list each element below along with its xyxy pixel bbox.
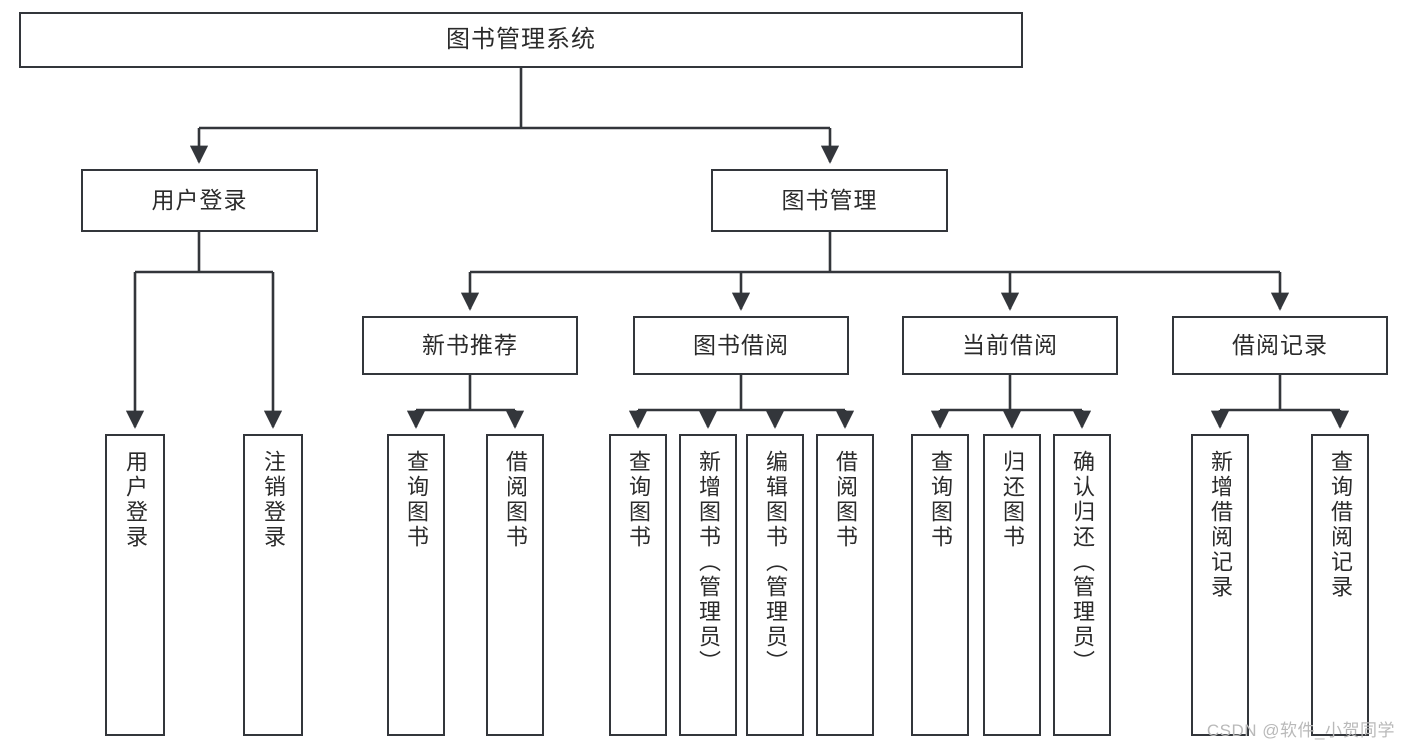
leaf-query-book-newbook[interactable]: 查询图书: [387, 434, 445, 736]
leaf-borrow-book-newbook[interactable]: 借阅图书: [486, 434, 544, 736]
leaf-logout-label: 注销登录: [261, 450, 286, 550]
node-current-borrow[interactable]: 当前借阅: [902, 316, 1118, 375]
leaf-borrow-book[interactable]: 借阅图书: [816, 434, 874, 736]
leaf-query-book-current-label: 查询图书: [928, 450, 953, 550]
leaf-query-book-current[interactable]: 查询图书: [911, 434, 969, 736]
leaf-return-book[interactable]: 归还图书: [983, 434, 1041, 736]
node-user-login[interactable]: 用户登录: [81, 169, 318, 232]
leaf-add-book-admin[interactable]: 新增图书（管理员）: [679, 434, 737, 736]
node-new-book-recommend-label: 新书推荐: [422, 332, 518, 359]
leaf-edit-book-admin-label: 编辑图书（管理员）: [763, 450, 788, 675]
leaf-borrow-book-label: 借阅图书: [833, 450, 858, 550]
node-book-management[interactable]: 图书管理: [711, 169, 948, 232]
leaf-return-book-label: 归还图书: [1000, 450, 1025, 550]
csdn-watermark: CSDN @软件_小贺同学: [1206, 721, 1395, 740]
leaf-confirm-return-admin[interactable]: 确认归还（管理员）: [1053, 434, 1111, 736]
leaf-edit-book-admin[interactable]: 编辑图书（管理员）: [746, 434, 804, 736]
node-book-borrow[interactable]: 图书借阅: [633, 316, 849, 375]
leaf-add-borrow-record-label: 新增借阅记录: [1208, 450, 1233, 600]
node-borrow-record[interactable]: 借阅记录: [1172, 316, 1388, 375]
node-root-label: 图书管理系统: [446, 26, 596, 54]
node-user-login-label: 用户登录: [151, 187, 248, 214]
node-book-management-label: 图书管理: [781, 187, 878, 214]
leaf-query-borrow-record[interactable]: 查询借阅记录: [1311, 434, 1369, 736]
leaf-logout[interactable]: 注销登录: [243, 434, 303, 736]
leaf-add-borrow-record[interactable]: 新增借阅记录: [1191, 434, 1249, 736]
leaf-query-book-borrow[interactable]: 查询图书: [609, 434, 667, 736]
leaf-query-book-newbook-label: 查询图书: [404, 450, 429, 550]
node-book-borrow-label: 图书借阅: [693, 332, 789, 359]
leaf-user-login-label: 用户登录: [123, 450, 148, 550]
node-root[interactable]: 图书管理系统: [19, 12, 1023, 68]
leaf-query-borrow-record-label: 查询借阅记录: [1328, 450, 1353, 600]
leaf-add-book-admin-label: 新增图书（管理员）: [696, 450, 721, 675]
leaf-borrow-book-newbook-label: 借阅图书: [503, 450, 528, 550]
node-new-book-recommend[interactable]: 新书推荐: [362, 316, 578, 375]
leaf-query-book-borrow-label: 查询图书: [626, 450, 651, 550]
leaf-user-login[interactable]: 用户登录: [105, 434, 165, 736]
leaf-confirm-return-admin-label: 确认归还（管理员）: [1070, 450, 1095, 675]
node-borrow-record-label: 借阅记录: [1232, 332, 1328, 359]
node-current-borrow-label: 当前借阅: [962, 332, 1058, 359]
